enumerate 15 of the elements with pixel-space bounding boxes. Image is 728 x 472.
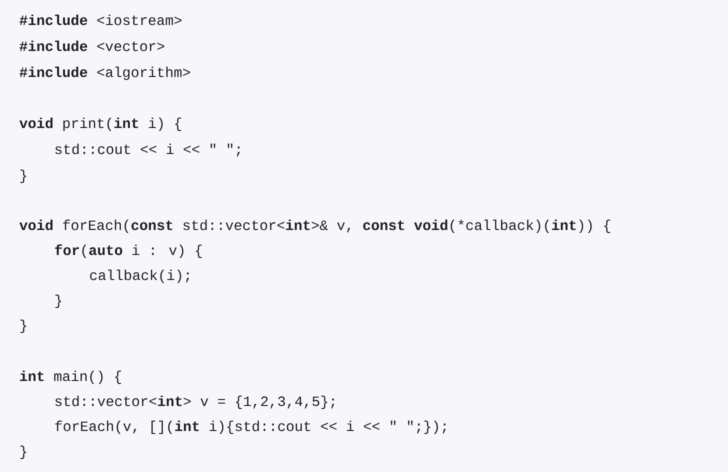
code-line: #include <vector> bbox=[20, 40, 164, 52]
code-line: #include <algorithm> bbox=[20, 66, 190, 80]
code-line: void forEach(const std::vector<int>& v, const void(*callback)(int)) { bbox=[19, 220, 610, 233]
code-line: std::cout << i << " "; bbox=[55, 144, 240, 157]
code-line: } bbox=[20, 320, 26, 333]
code-line: void print(int i) { bbox=[19, 118, 182, 131]
code-line: } bbox=[20, 170, 26, 183]
code-line: forEach(v, [](int i){std::cout << i << " ";}); bbox=[55, 420, 446, 434]
code-line: std::vector<int> v = {1,2,3,4,5}; bbox=[55, 396, 334, 409]
code-line: } bbox=[20, 446, 26, 459]
code-line: #include <iostream> bbox=[20, 14, 182, 26]
code-line: callback(i); bbox=[90, 270, 190, 283]
code-line: for(auto i : v) { bbox=[55, 244, 202, 258]
code-line: int main() { bbox=[20, 370, 121, 384]
code-line: } bbox=[55, 294, 62, 308]
